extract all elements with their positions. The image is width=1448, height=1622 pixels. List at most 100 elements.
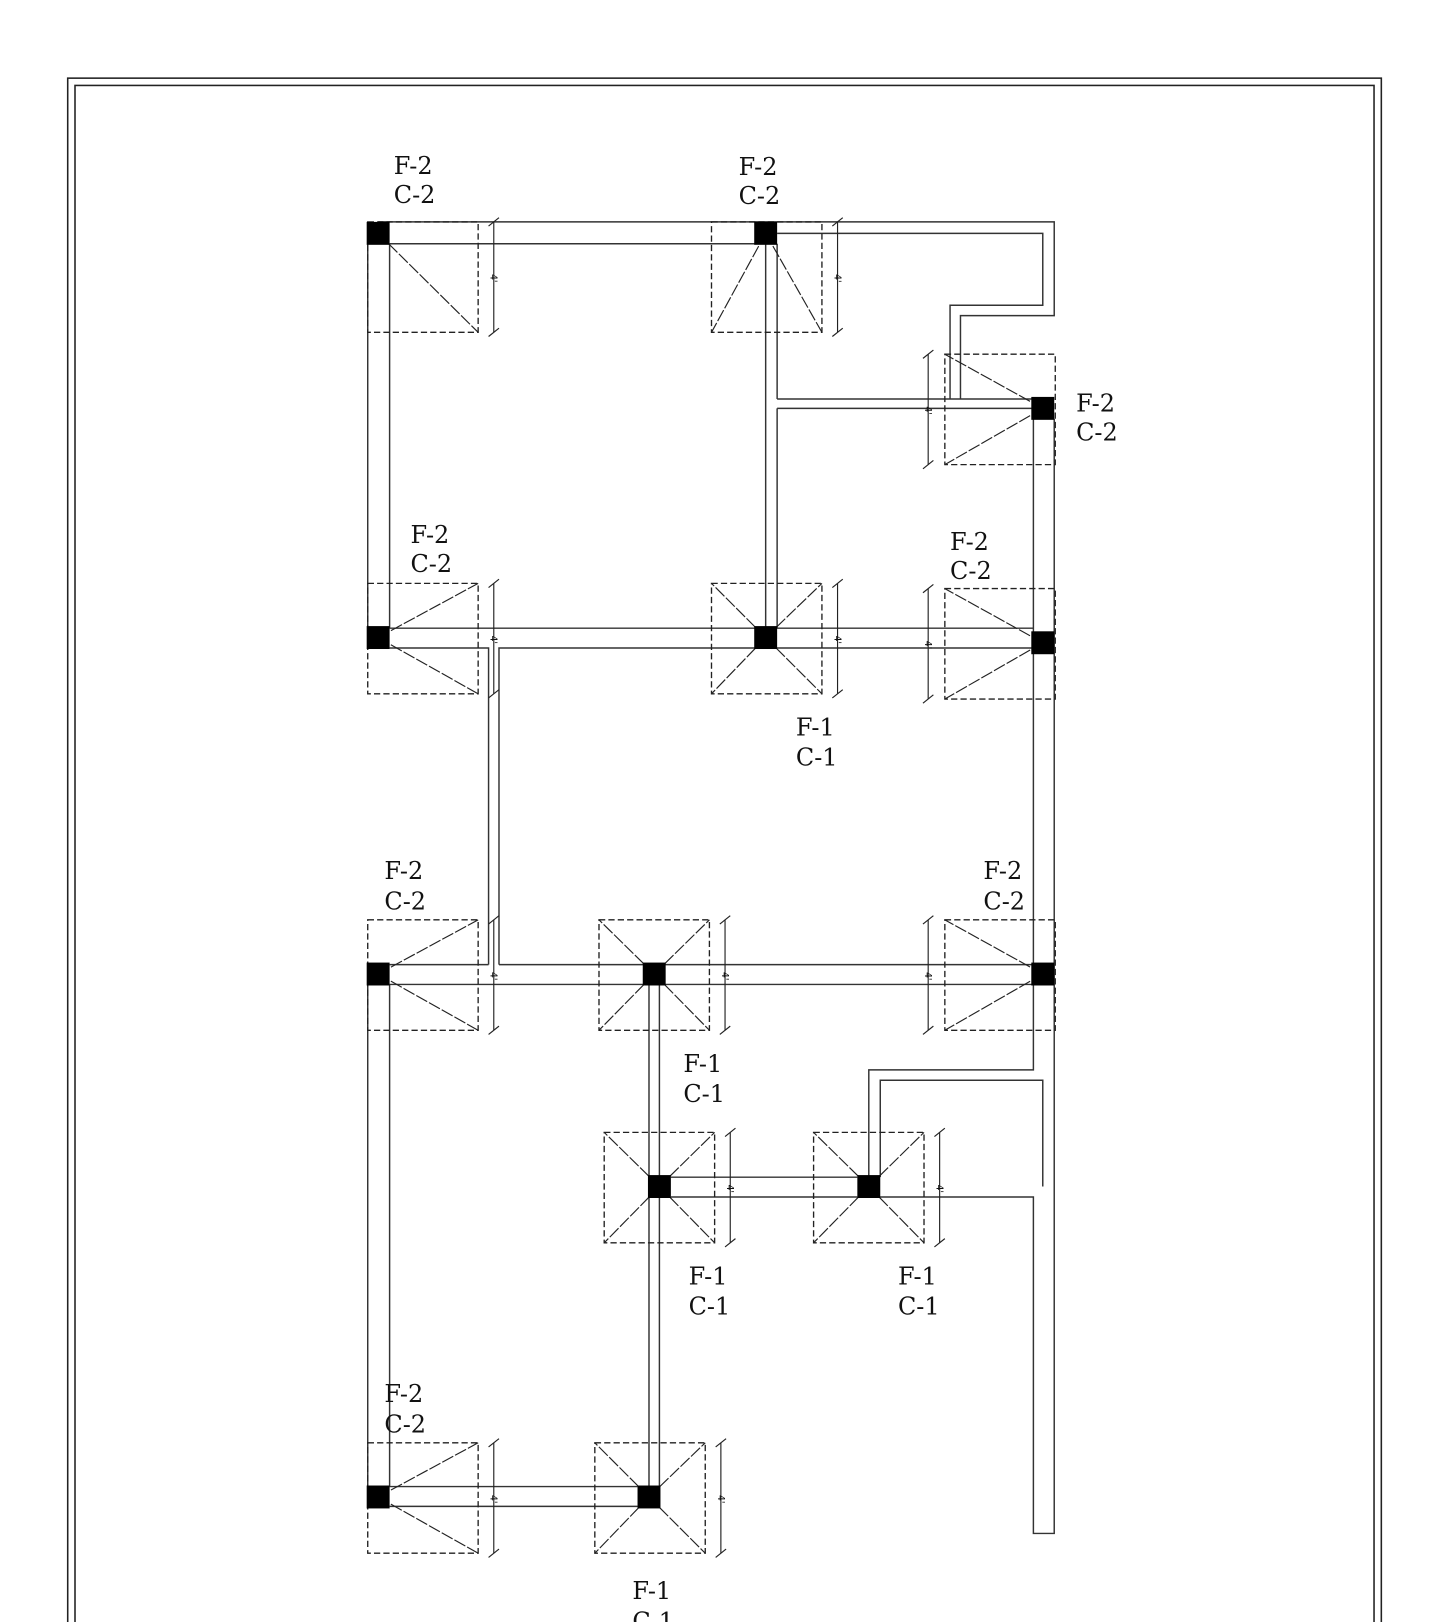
footing-tag: F-2 [950,528,989,556]
dimension-tick [715,1548,727,1558]
footing-outline [367,221,479,334]
dimension-tick [934,1127,946,1137]
footing-diagonal [813,1186,870,1244]
column-square [857,1175,881,1199]
footing-diagonal [765,233,823,333]
dimension-tick [488,578,500,588]
footing-tag: F-2 [394,152,433,180]
dimension-tick [922,583,934,594]
column-tag: C-2 [394,181,436,209]
footing-diagonal [868,1131,925,1187]
dimension-tick [488,1025,500,1035]
dimension-text: 4' [488,972,499,981]
drawing-frame [66,77,1383,1622]
walls-and-beams [367,221,1055,1535]
column-square [366,1485,390,1509]
footing-diagonal [944,588,1044,644]
column-tag: C-2 [410,550,452,578]
footing-diagonal [765,582,823,638]
dimension-tick [488,915,500,925]
footing-outline [603,1131,716,1244]
dimension-text: 4' [488,274,499,283]
dimension-tick [724,1127,736,1137]
column-tag: C-1 [683,1080,725,1108]
footing-diagonal [648,1442,706,1498]
footing-diagonal [377,582,479,639]
dimension-tick [488,1548,500,1558]
footing-diagonal [653,973,710,1031]
footing-diagonal [868,1186,925,1244]
footing-tag: F-1 [689,1262,728,1290]
column-square [647,1175,671,1199]
column-tag: C-1 [689,1293,731,1321]
column-tag: C-2 [1076,419,1118,447]
dimension-tick [715,1438,727,1448]
column-square [366,626,390,650]
dimension-text: 4' [922,972,933,981]
column-square [754,221,778,245]
footing-diagonal [594,1496,650,1554]
footing-diagonal [711,637,767,695]
column-tag: C-1 [632,1607,674,1622]
footing-diagonal [648,1496,706,1554]
column-square [1031,962,1055,986]
dimension-tick [831,578,844,588]
footing-tag: F-2 [384,857,423,885]
footing-tag: F-2 [410,521,449,549]
dimension-text: 4' [831,274,842,283]
dimension-tick [831,217,844,227]
footing-diagonal [603,1131,660,1187]
dimension-tick [934,1238,946,1248]
footing-tag: F-1 [683,1050,722,1078]
column-tag: C-2 [384,1410,426,1438]
footing-diagonal [944,407,1044,466]
footing-tag: F-1 [632,1577,671,1605]
footing-diagonal [377,919,479,975]
column-tag: C-1 [898,1293,940,1321]
column-square [637,1485,661,1509]
dimension-text: 4' [724,1184,735,1193]
column-tag: C-2 [950,557,992,585]
column-tag: C-2 [384,887,426,915]
dimension-text: 4' [831,635,842,644]
dimension-tick [922,915,934,925]
footing-tag: F-2 [1076,389,1115,417]
footing-diagonal [944,642,1044,700]
footing-tag: F-1 [796,713,835,741]
dimension-tick [488,689,500,699]
footing-diagonal [377,973,479,1031]
footing-tag: F-1 [898,1262,937,1290]
dimension-lines: 4'4'4'4'4'4'4'4'4'4'4'4'4' [488,217,946,1558]
dimension-tick [488,217,500,227]
footing-tag: F-2 [739,153,778,181]
dimension-tick [922,349,934,359]
column-square [1031,631,1055,655]
footing-outline [944,919,1056,1031]
footing-diagonal [765,637,823,695]
dimension-text: 4' [934,1184,945,1193]
footing-diagonal [659,1186,716,1244]
column-square [1031,396,1055,420]
dimension-text: 4' [715,1495,726,1504]
column-square [642,962,666,986]
footing-labels: F-2 C-2 F-2 C-2 F-2 C-2 F-2 C-2 F-2 C-2 … [384,152,1117,1622]
footing-outline [710,582,823,695]
dimension-text: 4' [488,635,499,644]
footing-outline [812,1131,925,1244]
footing-diagonal [944,353,1044,409]
footing-outline [944,587,1056,700]
footing-tag: F-2 [384,1380,423,1408]
footing-diagonal [813,1131,870,1187]
dimension-tick [719,915,731,925]
footing-outline [710,221,823,334]
dimension-text: 4' [922,406,933,415]
column-square [366,221,390,245]
footing-diagonal [653,919,710,975]
footing-diagonal [377,637,479,695]
dimension-tick [488,327,500,337]
columns [366,221,1055,1509]
footing-outline [598,919,711,1031]
dimension-tick [831,327,844,337]
dimension-text: 4' [719,972,730,981]
